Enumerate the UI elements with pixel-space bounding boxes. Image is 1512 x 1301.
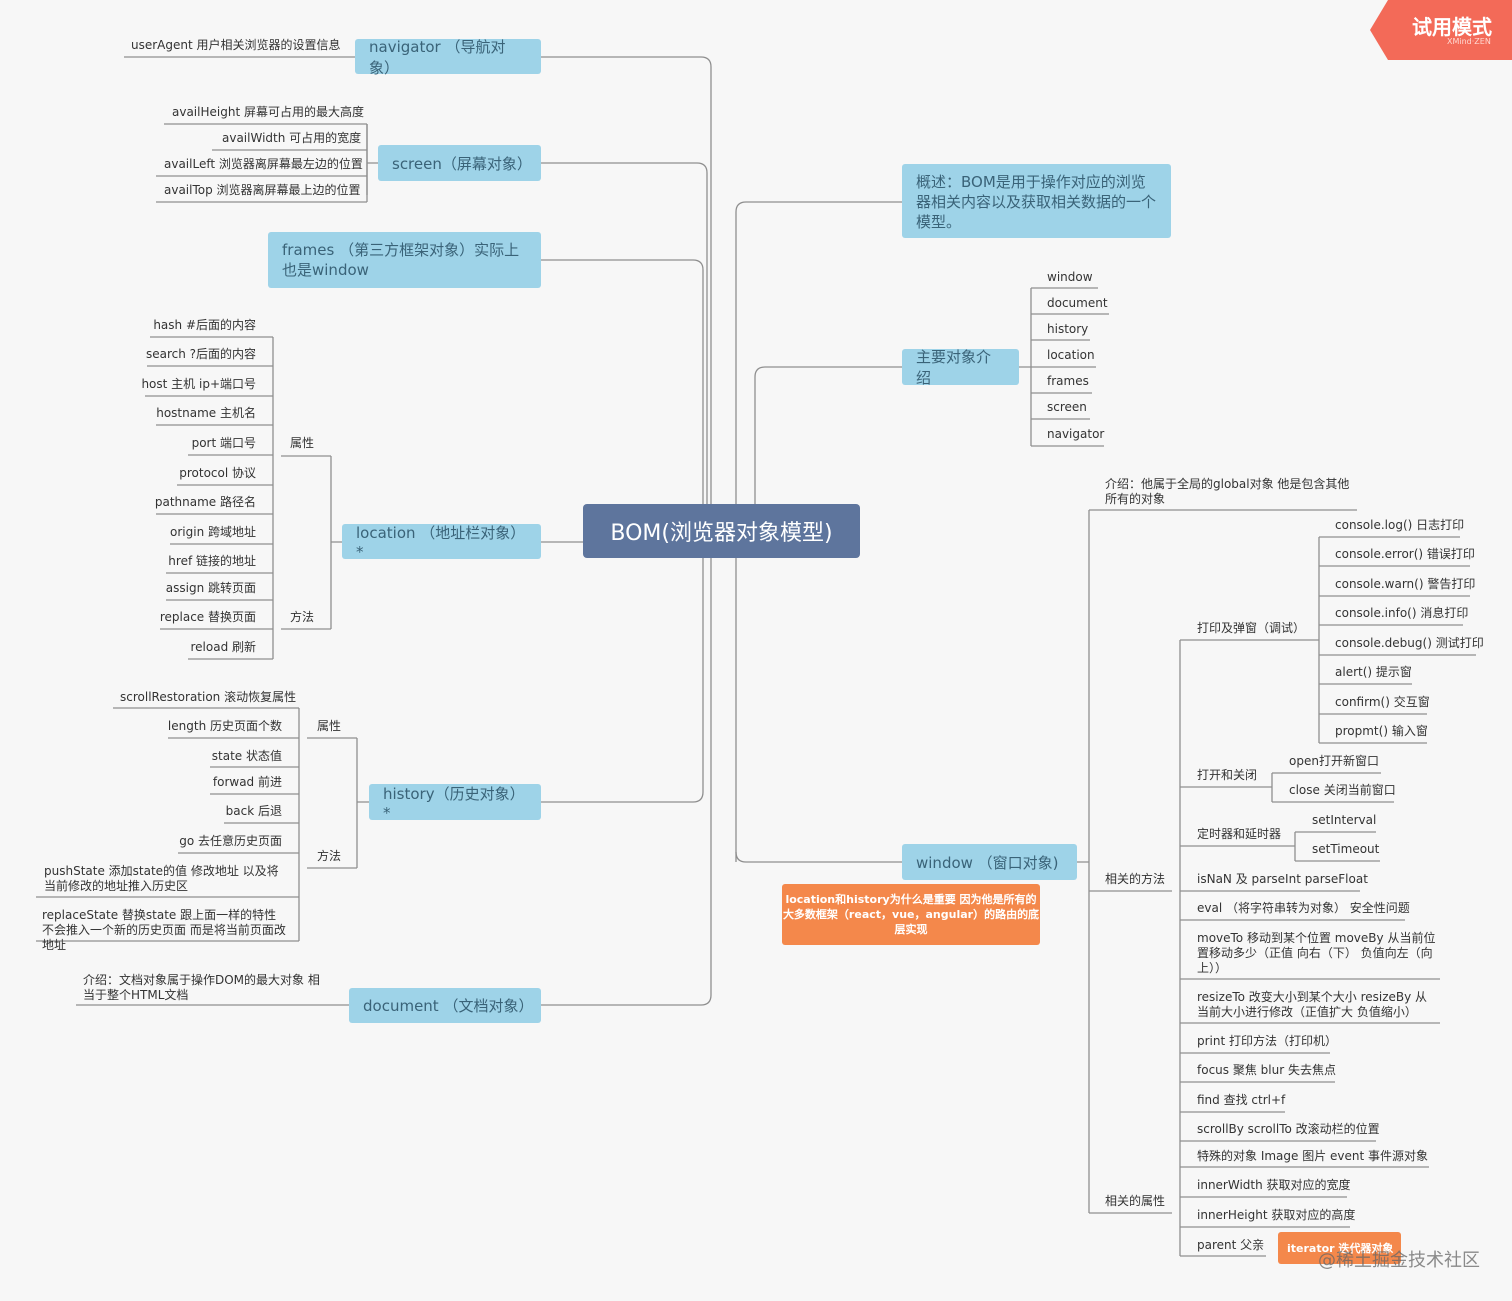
leaf-eval: eval （将字符串转为对象） 安全性问题 <box>1197 901 1410 915</box>
leaf-console-log: console.log() 日志打印 <box>1335 518 1465 532</box>
leaf-obj-screen: screen <box>1047 400 1087 414</box>
window-props-label: 相关的属性 <box>1105 1194 1166 1208</box>
leaf-port: port 端口号 <box>191 436 256 450</box>
leaf-obj-navigator: navigator <box>1047 427 1105 441</box>
watermark: @稀土掘金技术社区 <box>1318 1250 1480 1271</box>
leaf-print: print 打印方法（打印机） <box>1197 1034 1338 1048</box>
subgroup-debug: 打印及弹窗（调试） <box>1197 621 1306 635</box>
leaf-console-warn: console.warn() 警告打印 <box>1335 577 1476 591</box>
leaf-setinterval: setInterval <box>1312 813 1377 827</box>
leaf-scrollrestoration: scrollRestoration 滚动恢复属性 <box>120 690 297 704</box>
history-methods-label: 方法 <box>317 849 342 863</box>
leaf-window-intro: 介绍：他属于全局的global对象 他是包含其他所有的对象 <box>1105 477 1350 506</box>
ribbon-title: 试用模式 <box>1412 15 1492 39</box>
leaf-useragent: userAgent 用户相关浏览器的设置信息 <box>131 38 341 52</box>
leaf-pushstate: pushState 添加state的值 修改地址 以及将当前修改的地址推入历史区 <box>44 864 279 893</box>
subgroup-openclose: 打开和关闭 <box>1197 768 1258 782</box>
leaf-availwidth: availWidth 可占用的宽度 <box>222 131 362 145</box>
window-methods-label: 相关的方法 <box>1105 872 1166 886</box>
leaf-close: close 关闭当前窗口 <box>1289 783 1396 797</box>
leaf-obj-document: document <box>1047 296 1108 310</box>
topic-navigator[interactable]: navigator （导航对象） <box>355 38 541 77</box>
leaf-resizeto: resizeTo 改变大小到某个大小 resizeBy 从当前大小进行修改（正值… <box>1197 990 1428 1019</box>
leaf-innerheight: innerHeight 获取对应的高度 <box>1197 1208 1356 1222</box>
leaf-scrollby: scrollBy scrollTo 改滚动栏的位置 <box>1197 1122 1380 1136</box>
leaf-parent: parent 父亲 <box>1197 1238 1265 1252</box>
leaf-obj-history: history <box>1047 322 1089 336</box>
location-props-label: 属性 <box>290 436 315 450</box>
topic-frames[interactable]: frames （第三方框架对象）实际上也是window <box>268 232 541 288</box>
leaf-availheight: availHeight 屏幕可占用的最大高度 <box>172 105 364 119</box>
leaf-hostname: hostname 主机名 <box>156 406 256 420</box>
leaf-console-info: console.info() 消息打印 <box>1335 606 1469 620</box>
leaf-host: host 主机 ip+端口号 <box>141 377 256 391</box>
topic-location[interactable]: location （地址栏对象）* <box>342 524 541 561</box>
topic-screen[interactable]: screen（屏幕对象） <box>378 145 541 181</box>
leaf-document-intro: 介绍：文档对象属于操作DOM的最大对象 相当于整个HTML文档 <box>83 973 320 1002</box>
leaf-pathname: pathname 路径名 <box>154 495 256 509</box>
leaf-settimeout: setTimeout <box>1312 842 1380 856</box>
leaf-replace: replace 替换页面 <box>159 610 256 624</box>
leaf-replacestate: replaceState 替换state 跟上面一样的特性 不会推入一个新的历史… <box>42 908 286 952</box>
leaf-search: search ?后面的内容 <box>145 347 256 361</box>
topic-window[interactable]: window （窗口对象) <box>902 844 1077 880</box>
leaf-href: href 链接的地址 <box>168 554 256 568</box>
topic-history[interactable]: history（历史对象）* <box>369 784 541 822</box>
framework-note[interactable]: location和history为什么是重要 因为他是所有的大多数框架（reac… <box>782 884 1040 945</box>
location-methods-label: 方法 <box>290 610 315 624</box>
leaf-isnan: isNaN 及 parseInt parseFloat <box>1197 872 1368 886</box>
leaf-hash: hash #后面的内容 <box>153 318 256 332</box>
leaf-obj-location: location <box>1047 348 1095 362</box>
leaf-console-error: console.error() 错误打印 <box>1335 547 1475 561</box>
leaf-confirm: confirm() 交互窗 <box>1335 695 1430 709</box>
leaf-go: go 去任意历史页面 <box>179 834 282 848</box>
trial-mode-ribbon <box>1370 0 1512 60</box>
leaf-forwad: forwad 前进 <box>212 775 282 789</box>
leaf-availtop: availTop 浏览器离屏幕最上边的位置 <box>164 183 361 197</box>
subgroup-timers: 定时器和延时器 <box>1197 827 1282 841</box>
leaf-focus: focus 聚焦 blur 失去焦点 <box>1197 1063 1336 1077</box>
leaf-origin: origin 跨域地址 <box>170 525 256 539</box>
topic-document[interactable]: document （文档对象） <box>349 988 541 1023</box>
leaf-prompt: propmt() 输入窗 <box>1335 724 1428 738</box>
iterator-note[interactable]: iterator 迭代器对象 <box>1278 1232 1401 1264</box>
leaf-innerwidth: innerWidth 获取对应的宽度 <box>1197 1178 1351 1192</box>
leaf-protocol: protocol 协议 <box>179 466 256 480</box>
leaf-back: back 后退 <box>225 804 282 818</box>
topic-overview[interactable]: 概述：BOM是用于操作对应的浏览器相关内容以及获取相关数据的一个模型。 <box>902 164 1171 238</box>
leaf-open: open打开新窗口 <box>1289 754 1379 768</box>
leaf-console-debug: console.debug() 测试打印 <box>1335 636 1484 650</box>
leaf-state: state 状态值 <box>211 749 282 763</box>
leaf-reload: reload 刷新 <box>190 640 256 654</box>
leaf-obj-frames: frames <box>1047 374 1089 388</box>
leaf-find: find 查找 ctrl+f <box>1197 1093 1286 1107</box>
leaf-obj-window: window <box>1047 270 1093 284</box>
leaf-length: length 历史页面个数 <box>167 719 282 733</box>
ribbon-subtitle: XMind·ZEN <box>1447 37 1491 46</box>
history-props-label: 属性 <box>317 719 342 733</box>
leaf-assign: assign 跳转页面 <box>165 581 256 595</box>
central-topic[interactable]: BOM(浏览器对象模型) <box>583 504 860 558</box>
leaf-moveto: moveTo 移动到某个位置 moveBy 从当前位置移动多少（正值 向右（下）… <box>1197 931 1436 975</box>
leaf-alert: alert() 提示窗 <box>1335 665 1412 679</box>
leaf-availleft: availLeft 浏览器离屏幕最左边的位置 <box>164 157 363 171</box>
leaf-special-objects: 特殊的对象 Image 图片 event 事件源对象 <box>1197 1149 1429 1163</box>
topic-main-objects[interactable]: 主要对象介绍 <box>902 348 1019 387</box>
